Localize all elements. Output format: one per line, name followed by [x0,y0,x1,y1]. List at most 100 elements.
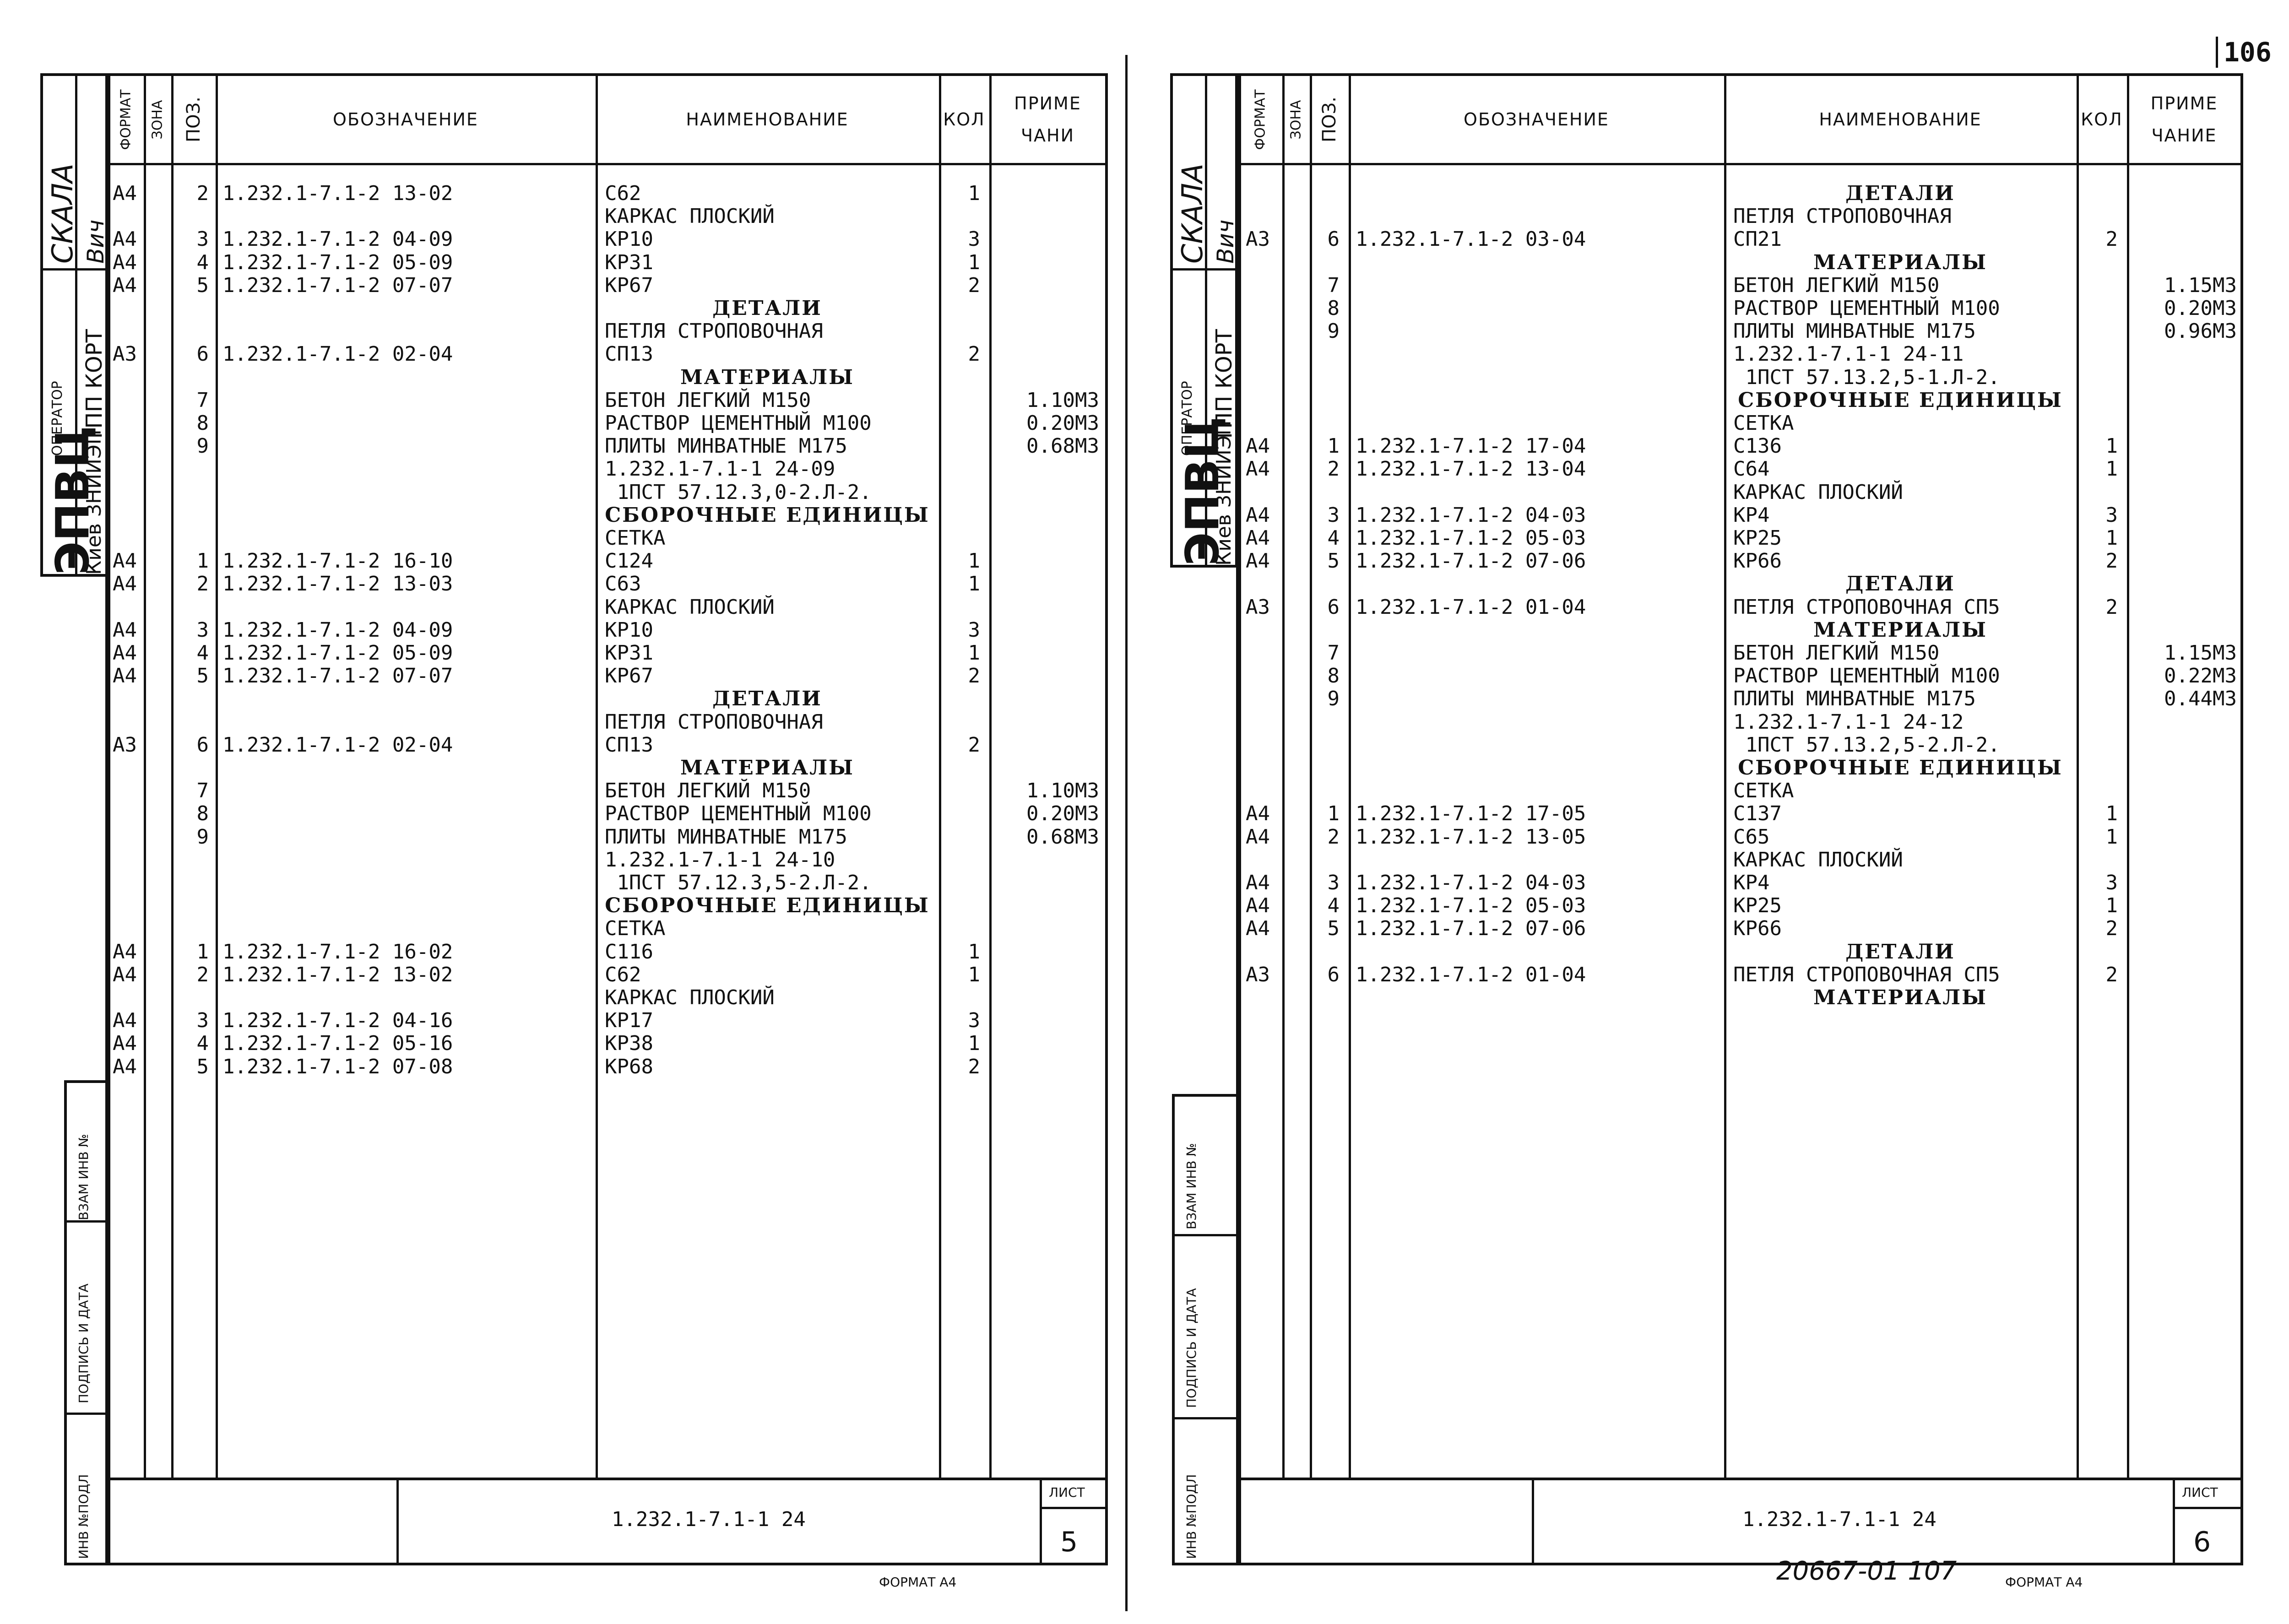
format-cell: А4 [113,641,137,665]
position-cell: 1 [1327,434,1340,458]
note-cell: 1.10М3 [1026,779,1099,803]
position-cell: 7 [196,388,209,412]
note-cell: 0.68М3 [1026,434,1099,458]
section-heading: СБОРОЧНЫЕ ЕДИНИЦЫ [1239,756,2240,780]
section-title: МАТЕРИАЛЫ [1813,250,1988,274]
name-cell: СЕТКА [1733,779,1794,803]
name-cell: С64 [1733,457,1770,481]
format-cell: А4 [113,1009,137,1033]
format-cell: А3 [1246,227,1270,251]
name-cell: РАСТВОР ЦЕМЕНТНЫЙ М100 [1733,664,2000,688]
name-cell: 1ПСТ 57.13.2,5-1.Л-2. [1733,365,2000,389]
quantity-cell: 1 [2105,457,2118,481]
position-cell: 1 [196,549,209,573]
quantity-cell: 1 [968,572,981,596]
header-zone: ЗОНА [149,100,166,139]
format-cell: А4 [113,572,137,596]
position-cell: 6 [196,342,209,366]
quantity-cell: 2 [2105,549,2118,573]
scale-label: СКАЛА [1176,163,1209,264]
position-cell: 5 [1327,917,1340,941]
section-heading: ДЕТАЛИ [1239,181,2240,206]
position-cell: 3 [1327,503,1340,527]
designation-cell: 1.232.1-7.1-2 07-06 [1356,549,1586,573]
spec-row: СЕТКА [108,916,1105,941]
format-cell: А4 [1246,825,1270,849]
format-cell: А3 [1246,963,1270,986]
name-cell: 1ПСТ 57.12.3,5-2.Л-2. [605,871,872,894]
section-title: СБОРОЧНЫЕ ЕДИНИЦЫ [1738,388,2063,412]
designation-cell: 1.232.1-7.1-2 04-16 [222,1009,453,1033]
name-cell: КР67 [605,664,653,688]
header-name: НАИМЕНОВАНИЕ [686,109,849,130]
designation-cell: 1.232.1-7.1-2 02-04 [222,342,453,366]
sign-date-label: ПОДПИСЬ И ДАТА [76,1283,91,1403]
position-cell: 4 [1327,526,1340,550]
quantity-cell: 2 [2105,963,2118,986]
section-title: ДЕТАЛИ [712,297,822,320]
name-cell: С65 [1733,825,1770,849]
position-cell: 5 [196,1055,209,1078]
section-title: ДЕТАЛИ [1845,572,1955,596]
position-cell: 5 [1327,549,1340,573]
name-cell: КР66 [1733,549,1782,573]
designation-cell: 1.232.1-7.1-2 05-03 [1356,526,1586,550]
designation-cell: 1.232.1-7.1-2 05-09 [222,641,453,665]
spec-row: 1.232.1-7.1-1 24-11 [1239,342,2240,367]
name-cell: БЕТОН ЛЕГКИЙ М150 [605,779,811,803]
section-heading: МАТЕРИАЛЫ [108,365,1105,390]
designation-cell: 1.232.1-7.1-2 13-03 [222,572,453,596]
format-label-right: ФОРМАТ А4 [2005,1575,2083,1590]
position-cell: 8 [196,802,209,826]
name-cell: СП21 [1733,227,1782,251]
header-note-bottom: ЧАНИЕ [2151,125,2217,146]
header-qty: КОЛ [943,109,985,130]
quantity-cell: 1 [968,940,981,964]
quantity-cell: 1 [968,182,981,205]
name-cell: БЕТОН ЛЕГКИЙ М150 [1733,641,1940,665]
vzam-label: ВЗАМ ИНВ № [1184,1143,1199,1229]
name-cell: 1.232.1-7.1-1 24-09 [605,457,835,481]
designation-cell: 1.232.1-7.1-2 03-04 [1356,227,1586,251]
page-number: 106 [2216,37,2272,68]
name-cell: СП13 [605,733,653,757]
format-cell: А4 [113,1055,137,1078]
designation-cell: 1.232.1-7.1-2 13-02 [222,182,453,205]
name-cell: КР4 [1733,871,1770,894]
quantity-cell: 1 [2105,434,2118,458]
note-cell: 0.20М3 [1026,411,1099,435]
designation-cell: 1.232.1-7.1-2 07-08 [222,1055,453,1078]
signature: Вич [1212,219,1239,264]
quantity-cell: 3 [968,227,981,251]
format-cell: А4 [1246,549,1270,573]
doc-code: 1.232.1-7.1-1 24 [1742,1508,1936,1531]
note-cell: 0.20М3 [2164,297,2237,320]
name-cell: КАРКАС ПЛОСКИЙ [605,986,775,1009]
position-cell: 6 [196,733,209,757]
format-cell: А4 [1246,457,1270,481]
spec-row: 1ПСТ 57.13.2,5-2.Л-2. [1239,733,2240,758]
name-cell: КР25 [1733,894,1782,918]
designation-cell: 1.232.1-7.1-2 16-02 [222,940,453,964]
position-cell: 7 [1327,273,1340,297]
quantity-cell: 1 [968,963,981,986]
position-cell: 3 [1327,871,1340,894]
spec-sheet-right: ФОРМАТ ЗОНА ПОЗ. ОБОЗНАЧЕНИЕ НАИМЕНОВАНИ… [1236,73,2243,1565]
section-title: ДЕТАЛИ [712,687,822,711]
note-cell: 1.15М3 [2164,273,2237,297]
quantity-cell: 1 [968,549,981,573]
designation-cell: 1.232.1-7.1-2 05-03 [1356,894,1586,918]
section-heading: СБОРОЧНЫЕ ЕДИНИЦЫ [108,503,1105,528]
name-cell: БЕТОН ЛЕГКИЙ М150 [605,388,811,412]
section-heading: СБОРОЧНЫЕ ЕДИНИЦЫ [108,893,1105,918]
